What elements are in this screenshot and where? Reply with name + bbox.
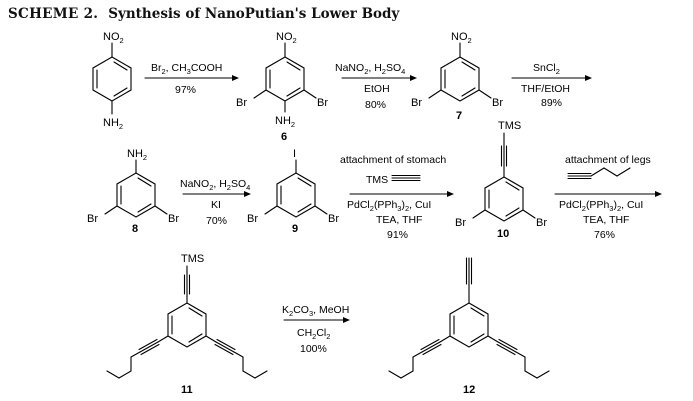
tms-label: TMS bbox=[498, 120, 521, 132]
iodo-label: I bbox=[293, 148, 296, 160]
scheme-title: SCHEME 2. Synthesis of NanoPutian's Lower… bbox=[8, 6, 399, 22]
compound-8: NH2 Br Br 8 bbox=[87, 148, 179, 235]
step-7-yield: 100% bbox=[300, 343, 327, 355]
step-5-tms-label: TMS bbox=[366, 174, 388, 186]
amino-group-label: NH2 bbox=[127, 148, 147, 162]
tms-acetylene-bond bbox=[391, 174, 421, 182]
reaction-arrow-step-4: NaNO2, H2SO4 KI 70% bbox=[180, 178, 251, 227]
step-2-yield: 80% bbox=[365, 99, 386, 111]
bromo-left-label: Br bbox=[236, 97, 247, 109]
bromo-right-label: Br bbox=[168, 213, 179, 225]
nitro-group-label: NO2 bbox=[276, 31, 297, 45]
reaction-arrow-step-5: attachment of stomach TMS PdCl2(PPh3)2, … bbox=[340, 154, 454, 241]
reaction-arrow-step-6: attachment of legs PdCl2(PPh3)2, CuI TEA… bbox=[554, 154, 662, 241]
step-5-catalyst: PdCl2(PPh3)2, CuI bbox=[347, 199, 431, 213]
scheme-heading: Synthesis of NanoPutian's Lower Body bbox=[108, 6, 400, 22]
step-3-reagents: SnCl2 bbox=[533, 62, 560, 76]
compound-10: TMS Br Br 10 bbox=[455, 120, 547, 240]
compound-number: 8 bbox=[132, 223, 138, 235]
bromo-left-label: Br bbox=[247, 213, 258, 225]
step-1-yield: 97% bbox=[175, 84, 196, 96]
step-2-solvent: EtOH bbox=[364, 83, 390, 95]
nitro-group-label: NO2 bbox=[103, 31, 124, 45]
nitro-group-label: NO2 bbox=[451, 31, 472, 45]
bromo-right-label: Br bbox=[317, 97, 328, 109]
bromo-right-label: Br bbox=[328, 213, 339, 225]
pentynyl-leg-right bbox=[205, 335, 268, 379]
step-5-solvent: TEA, THF bbox=[376, 214, 422, 226]
bromo-left-label: Br bbox=[411, 97, 422, 109]
benzene-ring bbox=[276, 172, 316, 218]
step-6-solvent: TEA, THF bbox=[583, 214, 629, 226]
step-1-reagents: Br2, CH3COOH bbox=[151, 62, 222, 76]
step-6-catalyst: PdCl2(PPh3)2, CuI bbox=[559, 199, 643, 213]
pentynyl-leg-right bbox=[487, 335, 550, 379]
compound-number: 11 bbox=[181, 384, 193, 396]
step-5-heading: attachment of stomach bbox=[340, 154, 446, 166]
compound-6: NO2 NH2 Br Br 6 bbox=[236, 31, 328, 143]
step-7-solvent: CH2Cl2 bbox=[297, 327, 330, 341]
bromo-left-label: Br bbox=[87, 213, 98, 225]
step-3-solvent: THF/EtOH bbox=[521, 83, 570, 95]
benzene-ring bbox=[167, 302, 207, 348]
step-4-reagent-ki: KI bbox=[211, 199, 221, 211]
benzene-ring bbox=[484, 176, 524, 222]
pentynyl-leg-left bbox=[106, 335, 169, 379]
compound-number: 9 bbox=[292, 223, 298, 235]
reaction-arrow-step-7: K2CO3, MeOH CH2Cl2 100% bbox=[282, 304, 350, 355]
amino-group-label: NH2 bbox=[103, 117, 123, 131]
benzene-ring bbox=[92, 56, 132, 102]
amino-group-label: NH2 bbox=[275, 115, 295, 129]
step-2-reagents: NaNO2, H2SO4 bbox=[335, 62, 405, 76]
alkyne-triple-bond bbox=[183, 274, 191, 295]
compound-number: 12 bbox=[463, 384, 475, 396]
step-6-yield: 76% bbox=[594, 229, 615, 241]
step-3-yield: 89% bbox=[541, 97, 562, 109]
compound-12: 12 bbox=[388, 257, 550, 396]
step-7-reagents: K2CO3, MeOH bbox=[282, 304, 349, 318]
step-4-yield: 70% bbox=[206, 215, 227, 227]
bromo-right-label: Br bbox=[536, 217, 547, 229]
reaction-arrow-step-1: Br2, CH3COOH 97% bbox=[144, 62, 239, 96]
step-6-heading: attachment of legs bbox=[565, 154, 651, 166]
reaction-arrow-step-2: NaNO2, H2SO4 EtOH 80% bbox=[335, 62, 417, 111]
compound-number: 7 bbox=[456, 110, 462, 122]
compound-7: NO2 Br Br 7 bbox=[411, 31, 503, 122]
compound-4-nitroaniline: NO2 NH2 bbox=[92, 31, 132, 131]
benzene-ring bbox=[116, 172, 156, 218]
pentynyl-leg-left bbox=[388, 335, 451, 379]
step-4-reagents: NaNO2, H2SO4 bbox=[180, 178, 250, 192]
pentyne-reagent bbox=[567, 167, 631, 180]
reaction-arrow-step-3: SnCl2 THF/EtOH 89% bbox=[511, 62, 592, 109]
bromo-right-label: Br bbox=[492, 97, 503, 109]
tms-label: TMS bbox=[181, 253, 204, 265]
benzene-ring bbox=[449, 302, 489, 348]
compound-9: I Br Br 9 bbox=[247, 148, 339, 235]
benzene-ring bbox=[440, 56, 480, 102]
bromo-left-label: Br bbox=[455, 217, 466, 229]
compound-11: TMS bbox=[106, 253, 268, 396]
step-5-yield: 91% bbox=[387, 229, 408, 241]
compound-number: 10 bbox=[497, 228, 509, 240]
compound-number: 6 bbox=[281, 131, 287, 143]
alkyne-triple-bond bbox=[500, 145, 508, 167]
benzene-ring bbox=[265, 56, 305, 102]
scheme-label: SCHEME 2. bbox=[8, 6, 99, 22]
terminal-alkyne bbox=[465, 257, 473, 285]
